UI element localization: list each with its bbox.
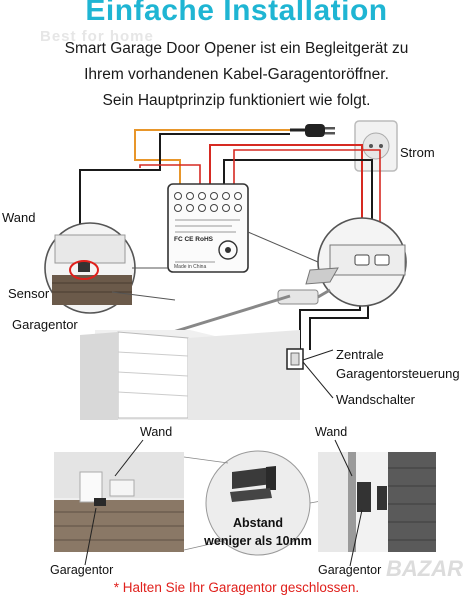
- watermark-bottom: BAZAR: [386, 556, 463, 581]
- label-wandschalter: Wandschalter: [336, 392, 415, 407]
- label-wand: Wand: [2, 210, 36, 225]
- bottom-right-photo: [318, 452, 436, 552]
- watermark-top: Best for home: [40, 28, 154, 45]
- intro-line-2: Ihrem vorhandenen Kabel-Garagentoröffner…: [84, 66, 389, 83]
- label-bottom-left-garagentor: Garagentor: [50, 563, 114, 577]
- intro-line-1: Smart Garage Door Opener ist ein Begleit…: [64, 40, 409, 57]
- control-unit-closeup: [317, 217, 407, 307]
- label-abstand: Abstand: [233, 516, 283, 530]
- power-plug-icon: [290, 124, 335, 137]
- garage-opener: [159, 267, 339, 338]
- note-text: * Halten Sie Ihr Garagentor geschlossen.: [113, 580, 360, 595]
- label-garagentor: Garagentor: [12, 317, 78, 332]
- label-garagentorsteuerung: Garagentorsteuerung: [336, 366, 460, 381]
- label-zentrale: Zentrale: [336, 347, 384, 362]
- label-bottom-right-wand: Wand: [315, 425, 348, 439]
- intro-line-3: Sein Hauptprinzip funktioniert wie folgt…: [102, 92, 371, 109]
- module-brand-marks: FC CE RoHS: [174, 236, 213, 243]
- label-strom: Strom: [400, 145, 435, 160]
- garage-door: [80, 330, 300, 420]
- label-bottom-left-wand: Wand: [140, 425, 173, 439]
- smart-module: [167, 183, 249, 273]
- page-title: Einfache Installation: [85, 0, 388, 27]
- label-bottom-right-garagentor: Garagentor: [318, 563, 382, 577]
- label-abstand-value: weniger als 10mm: [204, 534, 312, 548]
- module-made-in: Made in China: [174, 264, 207, 270]
- sensor-closeup: [44, 222, 136, 314]
- label-sensor: Sensor: [8, 286, 50, 301]
- bottom-left-photo: [54, 452, 184, 552]
